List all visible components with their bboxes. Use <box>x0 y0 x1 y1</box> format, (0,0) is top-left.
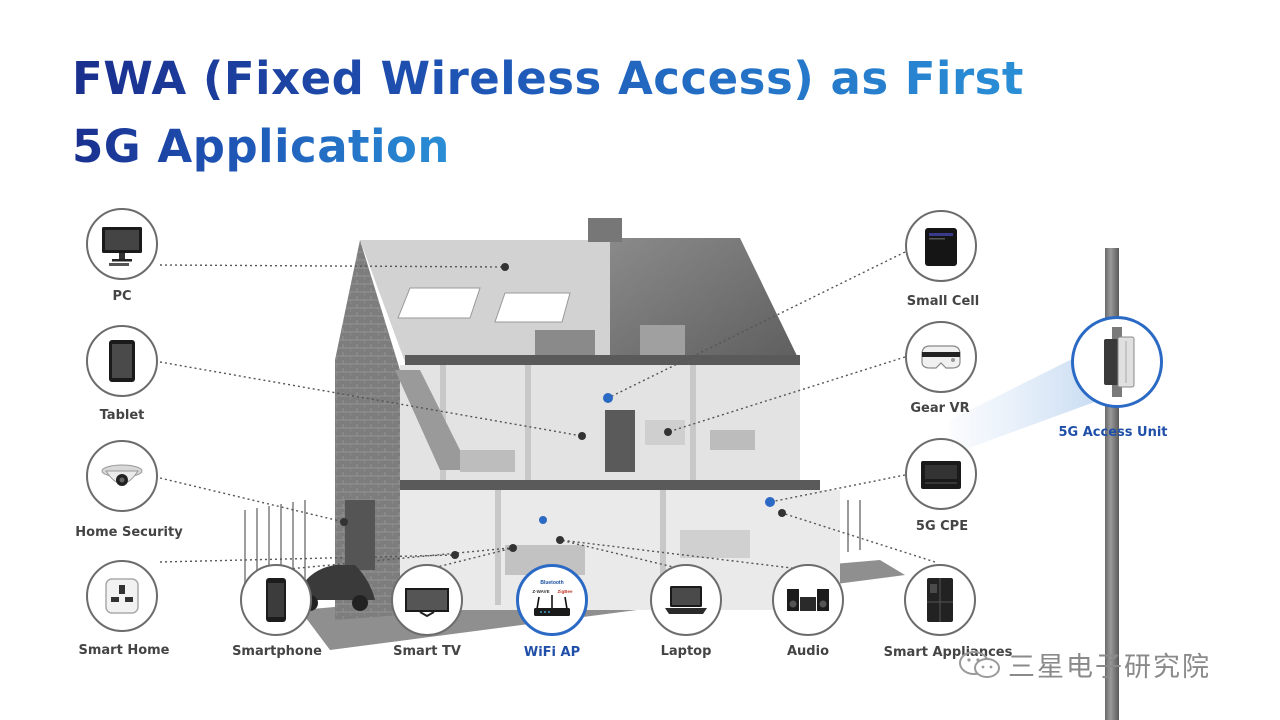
audio-label: Audio <box>787 644 829 659</box>
attic-floor <box>405 355 800 365</box>
wifi-router-icon: Bluetooth Z-WAVE ZigBee <box>527 575 577 625</box>
device-smart-home[interactable] <box>86 560 158 632</box>
device-smart-tv[interactable] <box>391 564 463 636</box>
wifi-ap-badge-bluetooth: Bluetooth <box>540 580 563 586</box>
tablet-icon <box>97 336 147 386</box>
device-small-cell[interactable] <box>905 210 977 282</box>
connector-home-security <box>160 478 344 522</box>
smartphone-label: Smartphone <box>232 644 322 659</box>
tv-icon <box>402 575 452 625</box>
device-laptop[interactable] <box>650 564 722 636</box>
pc-label: PC <box>112 289 131 304</box>
speaker-icon <box>783 575 833 625</box>
security-camera-icon <box>97 451 147 501</box>
wifi-ap-badge-zwave: Z-WAVE <box>532 589 549 594</box>
home-security-label: Home Security <box>75 525 182 540</box>
watermark-text: 三星电子研究院 <box>1008 645 1211 684</box>
5g-access-unit-label: 5G Access Unit <box>1058 425 1167 440</box>
watermark: 三星电子研究院 <box>958 645 1211 684</box>
access-unit-icon <box>1082 327 1152 397</box>
tablet-label: Tablet <box>100 408 145 423</box>
laptop-icon <box>661 575 711 625</box>
skylight-1 <box>398 288 480 318</box>
device-smartphone[interactable] <box>240 564 312 636</box>
refrigerator-icon <box>915 575 965 625</box>
device-gear-vr[interactable] <box>905 321 977 393</box>
wifi-ap-label: WiFi AP <box>524 645 580 660</box>
device-home-security[interactable] <box>86 440 158 512</box>
smart-home-label: Smart Home <box>78 643 169 658</box>
roof-right <box>610 238 800 362</box>
device-tablet[interactable] <box>86 325 158 397</box>
chimney <box>588 218 622 242</box>
device-5g-cpe[interactable] <box>905 438 977 510</box>
wechat-icon <box>958 649 1002 681</box>
gear-vr-label: Gear VR <box>910 401 969 416</box>
device-pc[interactable] <box>86 208 158 280</box>
device-smart-appliances[interactable] <box>904 564 976 636</box>
front-door <box>345 500 375 570</box>
small-cell-icon <box>916 221 966 271</box>
smart-tv-label: Smart TV <box>393 644 461 659</box>
laptop-label: Laptop <box>661 644 712 659</box>
5g-cpe-label: 5G CPE <box>916 519 968 534</box>
cpe-icon <box>916 449 966 499</box>
device-audio[interactable] <box>772 564 844 636</box>
skylight-2 <box>495 293 570 322</box>
vr-headset-icon <box>916 332 966 382</box>
device-5g-access-unit[interactable] <box>1071 316 1163 408</box>
smartphone-icon <box>251 575 301 625</box>
small-cell-label: Small Cell <box>907 294 979 309</box>
wifi-ap-badge-zigbee: ZigBee <box>557 589 573 594</box>
middle-floor <box>400 480 820 490</box>
device-wifi-ap[interactable]: Bluetooth Z-WAVE ZigBee <box>516 564 588 636</box>
smart-plug-icon <box>97 571 147 621</box>
pc-icon <box>97 219 147 269</box>
